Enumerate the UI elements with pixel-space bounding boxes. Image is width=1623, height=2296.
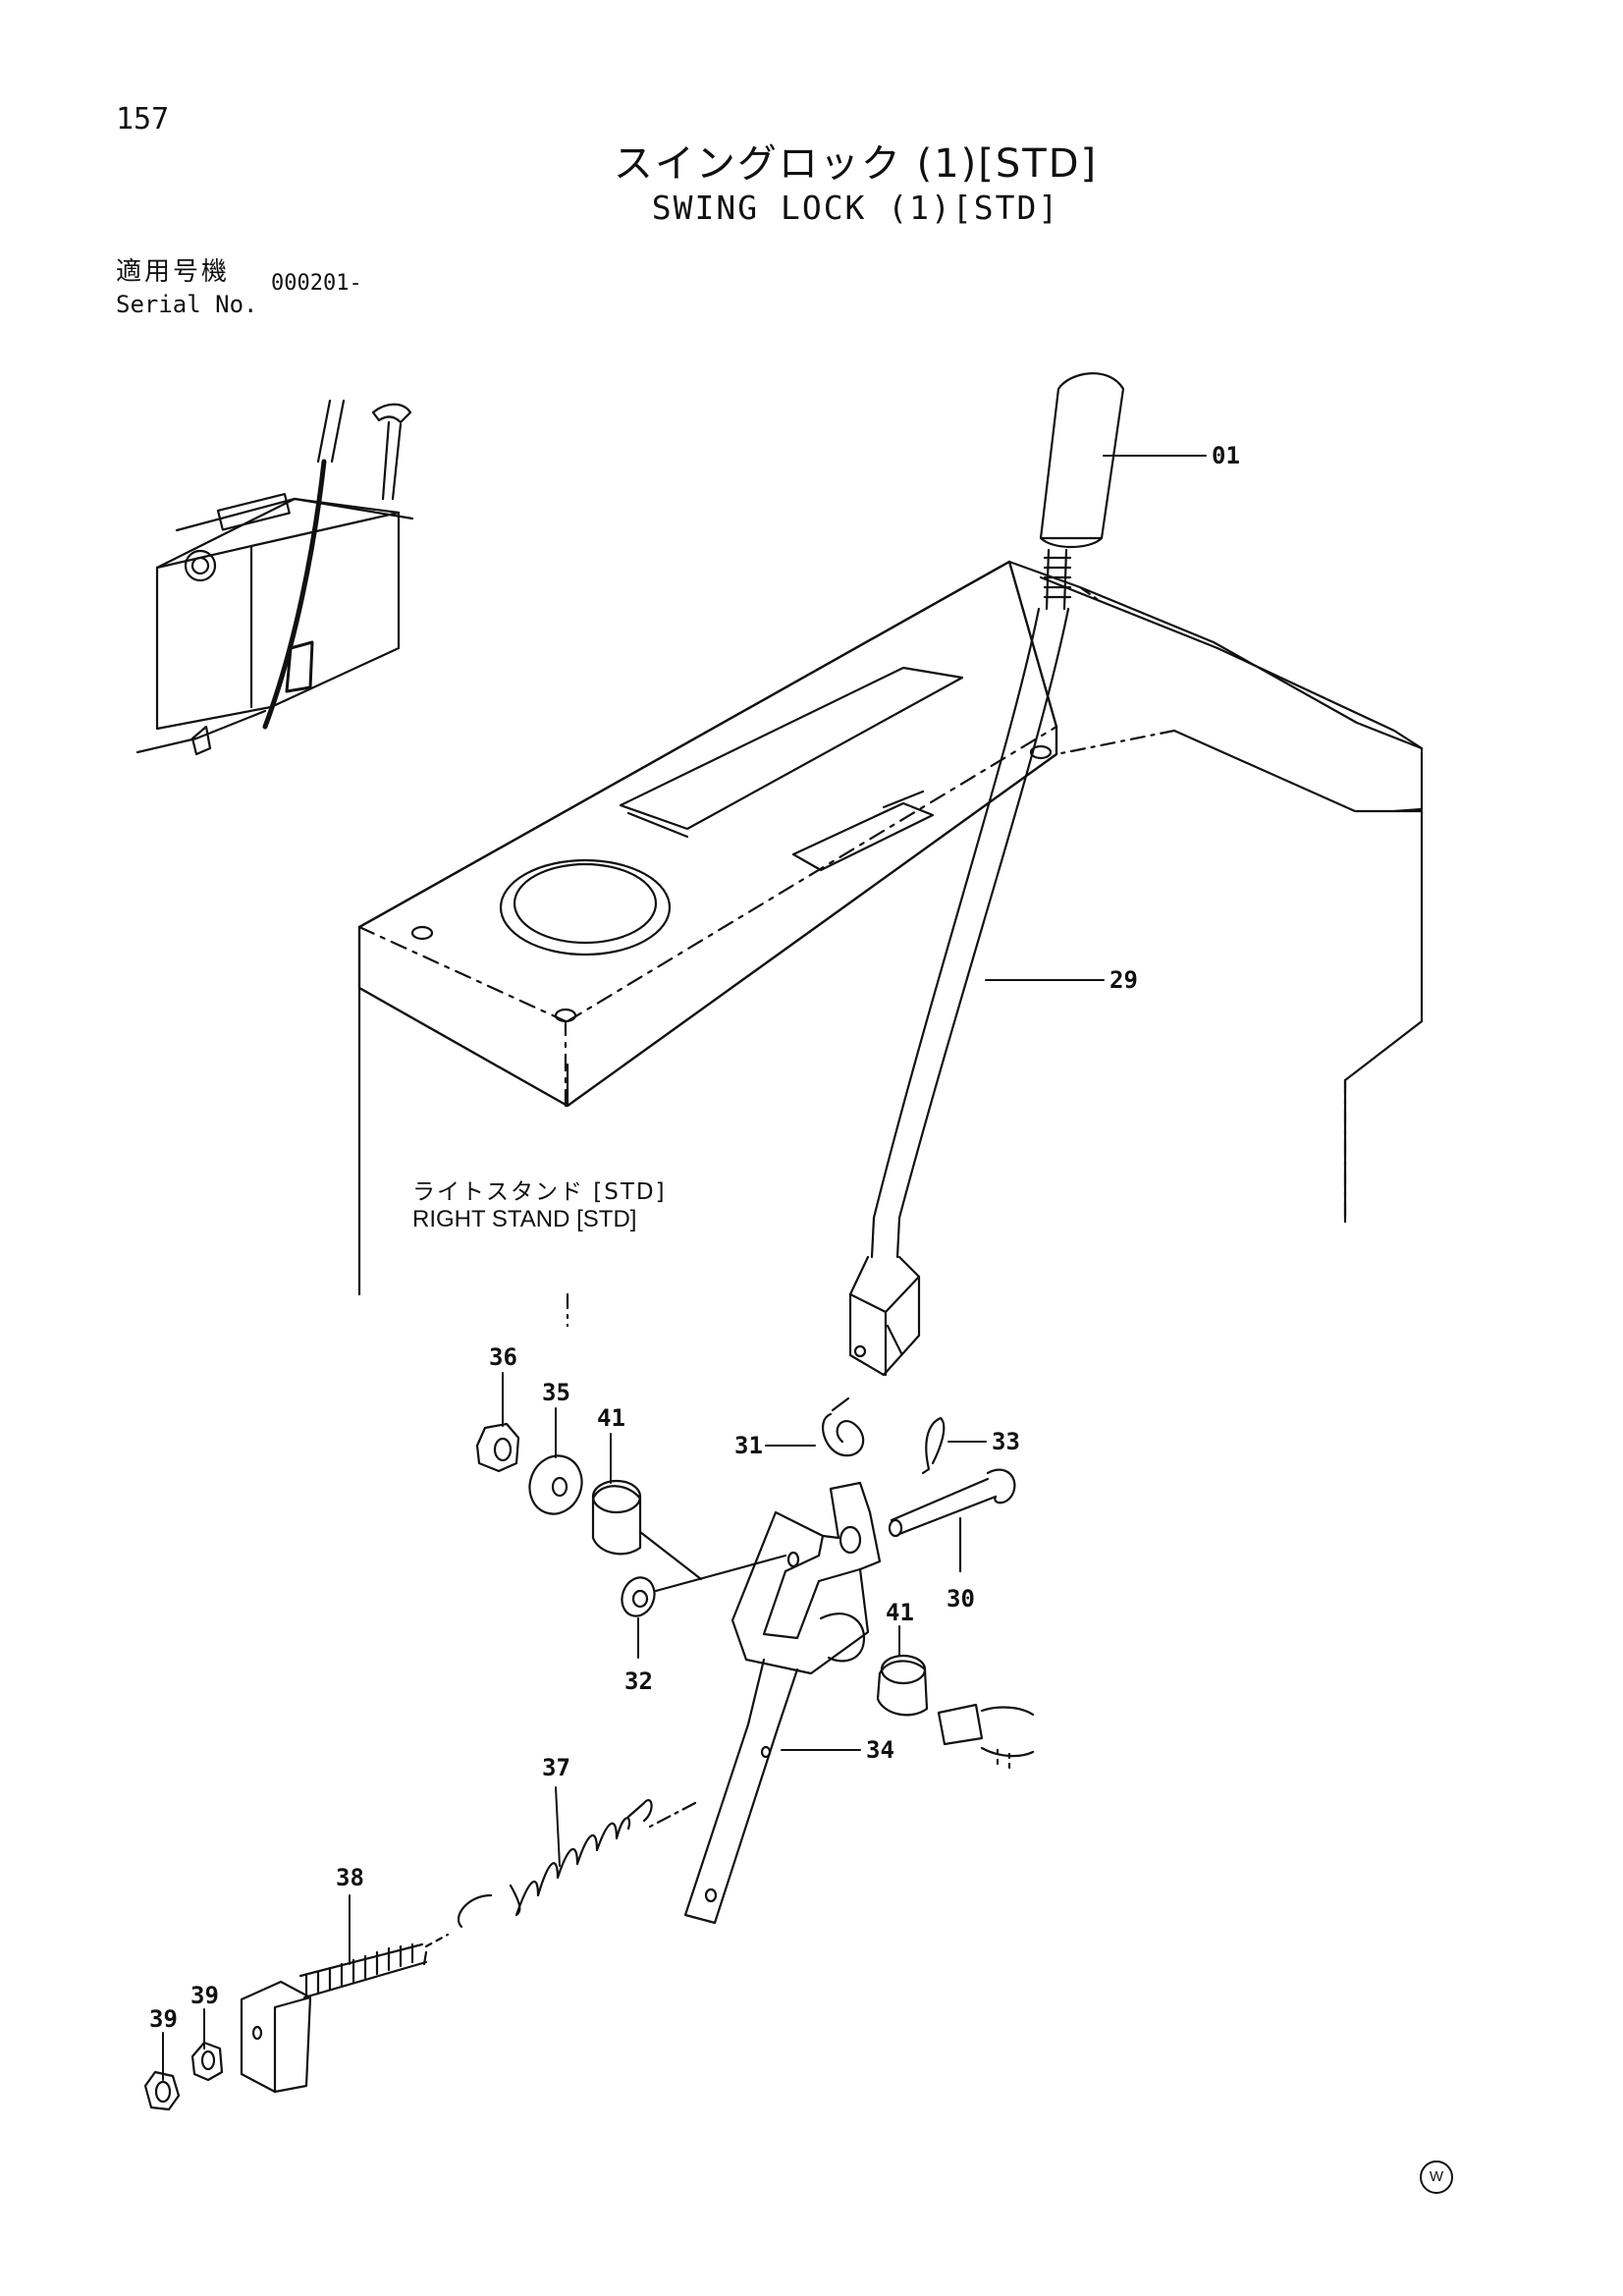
rod-thread <box>1043 548 1072 611</box>
serial-number-value: 000201- <box>271 271 362 296</box>
callout-33: 33 <box>992 1428 1020 1455</box>
callout-32: 32 <box>624 1667 653 1695</box>
serial-label-japanese: 適用号機 <box>116 257 231 287</box>
nut-39-outer <box>143 2070 181 2111</box>
page-number: 157 <box>116 102 170 137</box>
right-stand-label-japanese: ライトスタンド [STD] <box>412 1179 667 1205</box>
threaded-rod-38 <box>298 1933 450 1999</box>
title-english: SWING LOCK (1)[STD] <box>651 189 1060 227</box>
callout-41-lower: 41 <box>886 1599 914 1626</box>
callout-35: 35 <box>542 1379 570 1406</box>
callout-29: 29 <box>1109 966 1138 994</box>
callout-01: 01 <box>1212 442 1240 469</box>
right-stand-label-english: RIGHT STAND [STD] <box>412 1206 637 1232</box>
callout-41-upper: 41 <box>597 1404 625 1432</box>
callout-37: 37 <box>542 1754 570 1781</box>
callout-34: 34 <box>866 1736 894 1764</box>
bushing-41-upper <box>591 1479 703 1581</box>
lock-lever-bracket-34 <box>683 1481 882 1925</box>
console-overview-thumbnail <box>135 399 414 756</box>
spring-31 <box>821 1396 865 1457</box>
washer-35 <box>528 1454 583 1515</box>
nut-36 <box>475 1422 520 1473</box>
callout-38: 38 <box>336 1864 364 1891</box>
lever-knob <box>1039 372 1125 548</box>
leader-lines <box>162 455 1207 2081</box>
callout-36: 36 <box>489 1343 517 1371</box>
lever-rod <box>848 607 1070 1377</box>
callout-31: 31 <box>734 1432 763 1459</box>
switch-bolt <box>937 1703 1035 1774</box>
callout-39-outer: 39 <box>149 2005 178 2033</box>
callout-39-inner: 39 <box>190 1982 219 2009</box>
washer-32 <box>621 1554 787 1617</box>
callout-30: 30 <box>947 1585 975 1613</box>
cotter-pin-33 <box>921 1416 946 1475</box>
console-housing <box>357 560 1424 1328</box>
mounting-plate <box>240 1980 312 2094</box>
pin-30 <box>888 1468 1016 1573</box>
spring-37 <box>457 1799 697 1929</box>
bushing-41-lower <box>876 1654 929 1717</box>
serial-label-english: Serial No. <box>116 291 258 318</box>
publisher-mark: W <box>1420 2160 1453 2194</box>
title-japanese: スイングロック (1)[STD] <box>613 141 1099 187</box>
nut-39-inner <box>190 2041 224 2082</box>
